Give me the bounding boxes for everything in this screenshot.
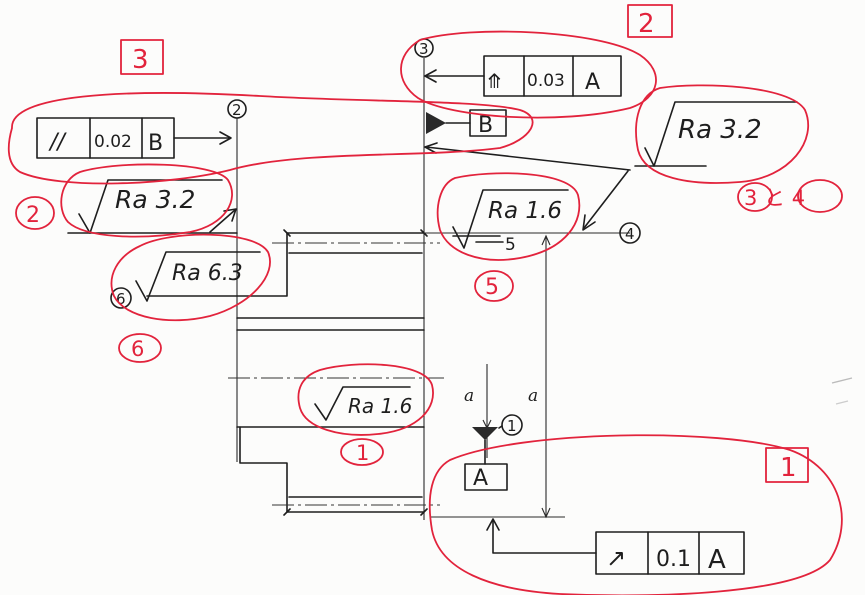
roughness-ra16-top: Ra 1.6 (452, 189, 569, 249)
datum-b-label: B (478, 113, 493, 138)
fcf-parallelism-symbol: // (48, 130, 67, 155)
roughness-ra63-text: Ra 6.3 (172, 261, 243, 286)
red-box-2: 2 (627, 4, 673, 39)
roughness-ra16-center-text: Ra 1.6 (348, 394, 412, 418)
fcf-total-runout-datum: A (585, 70, 600, 95)
roughness-ra32-right-text: Ra 3.2 (678, 115, 762, 145)
red-loop-parallelism (7, 92, 534, 185)
stray-mark (835, 400, 849, 405)
part-outline (146, 229, 428, 516)
roughness-ra32-left: Ra 3.2 (67, 179, 238, 234)
fcf-circular-runout-symbol: ↗ (606, 544, 626, 572)
red-loop-circular-runout (428, 434, 843, 595)
roughness-ra16-top-text: Ra 1.6 (488, 198, 562, 224)
svg-text:5: 5 (505, 235, 516, 255)
red-loop-ra63 (110, 233, 271, 322)
svg-text:2: 2 (638, 9, 655, 39)
fcf-total-runout: ⤊ 0.03 A (424, 55, 622, 97)
dimension-a-small-label: a (464, 386, 474, 406)
circled-ref-5: 5 (475, 235, 516, 255)
fcf-parallelism-datum: B (148, 131, 163, 156)
svg-text:2: 2 (26, 203, 40, 228)
datum-a-feature: A (464, 427, 508, 491)
red-loop-ra32-right (635, 84, 810, 184)
roughness-ra63: Ra 6.3 (135, 251, 261, 302)
dimension-a-large-label: a (528, 386, 538, 406)
roughness-ra32-left-text: Ra 3.2 (115, 185, 195, 214)
red-loop-ra16-center (297, 363, 434, 436)
datum-a-label: A (473, 466, 488, 491)
roughness-ra16-center: Ra 1.6 (314, 386, 412, 421)
svg-text:1: 1 (780, 453, 797, 483)
datum-b-feature: B (426, 109, 507, 138)
svg-text:3 と 4: 3 と 4 (744, 186, 805, 210)
red-box-3: 3 (120, 39, 164, 75)
fcf-circular-runout-tolerance: 0.1 (656, 547, 691, 572)
fcf-total-runout-symbol: ⤊ (486, 69, 503, 93)
red-circle-2: 2 (15, 196, 55, 230)
red-box-1: 1 (765, 447, 809, 483)
stray-mark (831, 377, 853, 384)
svg-text:3: 3 (419, 40, 429, 58)
red-loop-ra16-top (436, 172, 581, 261)
fcf-parallelism: // 0.02 B (36, 117, 232, 159)
fcf-circular-runout: ↗ 0.1 A (486, 518, 745, 575)
fcf-parallelism-tolerance: 0.02 (94, 132, 132, 152)
circled-ref-4: 4 (619, 222, 641, 244)
dimension-a-large (430, 234, 565, 519)
red-circle-5: 5 (474, 270, 514, 302)
svg-text:6: 6 (131, 337, 144, 361)
svg-text:2: 2 (232, 101, 242, 119)
svg-text:3: 3 (132, 45, 149, 75)
fcf-circular-runout-datum: A (708, 545, 726, 575)
red-circle-3-4: 3 と 4 (737, 179, 843, 213)
svg-text:5: 5 (485, 275, 499, 300)
red-loop-ra32-left (60, 163, 233, 238)
circled-ref-2: 2 (227, 99, 247, 119)
fcf-total-runout-tolerance: 0.03 (527, 71, 565, 91)
red-circle-6: 6 (118, 333, 162, 363)
red-loop-total-runout (400, 30, 657, 119)
circled-ref-1: 1 (498, 414, 523, 436)
svg-text:6: 6 (116, 290, 126, 308)
svg-text:1: 1 (507, 417, 517, 435)
circled-ref-6: 6 (110, 287, 132, 309)
svg-text:1: 1 (356, 441, 369, 465)
red-circle-1: 1 (340, 438, 384, 466)
svg-text:4: 4 (625, 225, 635, 243)
